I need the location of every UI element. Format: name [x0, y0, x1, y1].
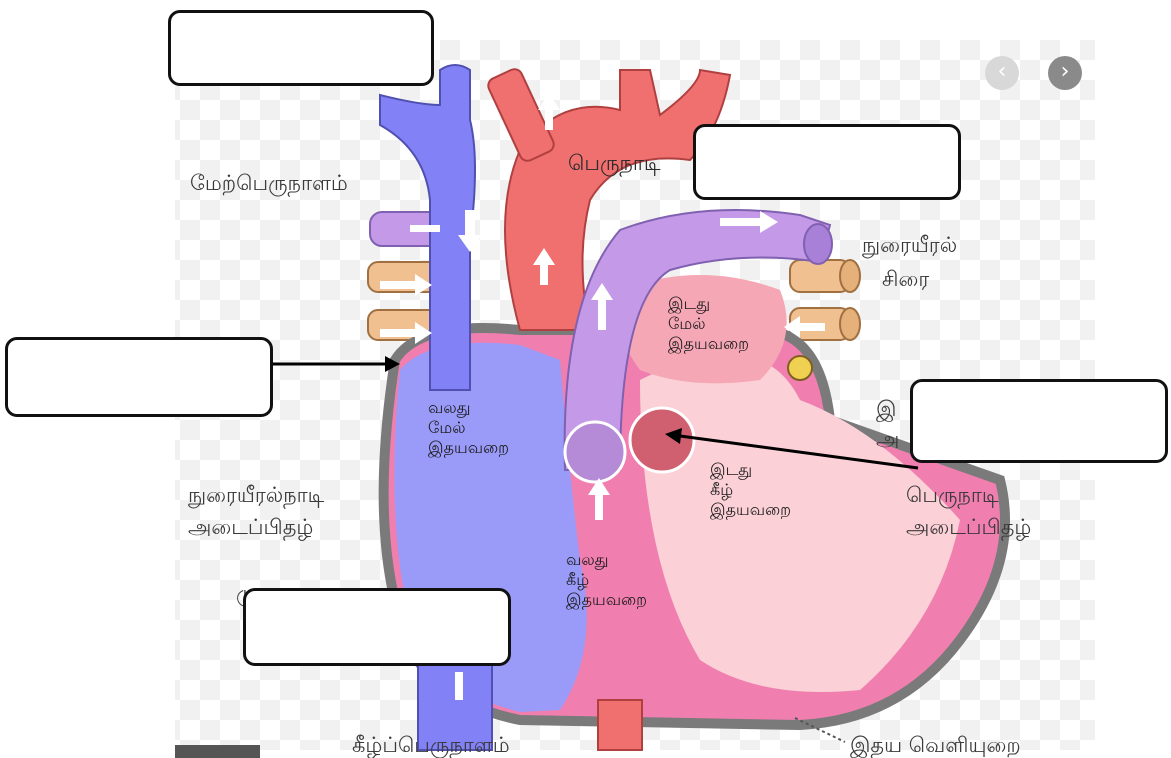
- label-right-ventricle-3: இதயவறை: [566, 590, 647, 609]
- label-right-ventricle-1: வலது: [566, 550, 608, 569]
- label-inferior-vena-cava: கீழ்ப்பெருநாளம்: [352, 732, 510, 758]
- label-left-ventricle-2: கீழ்: [710, 480, 733, 499]
- aortic-valve: [630, 408, 694, 472]
- label-aorta: பெருநாடி: [568, 150, 661, 176]
- label-aortic-valve-1: பெருநாடி: [906, 482, 999, 508]
- label-partial-right-2: அ: [876, 426, 899, 452]
- label-pulmonary-vein-1: நுரையீரல்: [862, 232, 957, 258]
- label-right-atrium-1: வலது: [428, 398, 470, 417]
- label-right-atrium-2: மேல்: [428, 418, 466, 437]
- pulmonary-valve: [565, 422, 625, 482]
- label-superior-vena-cava: மேற்பெருநாளம்: [190, 170, 348, 196]
- descending-aorta: [598, 700, 642, 750]
- label-left-atrium-2: மேல்: [668, 314, 706, 333]
- label-pulmonary-vein-2: சிரை: [882, 266, 929, 292]
- label-right-atrium-3: இதயவறை: [428, 438, 509, 457]
- label-pulmonary-valve-2: அடைப்பிதழ்: [188, 514, 313, 540]
- pulmonary-artery-right-end: [804, 224, 832, 264]
- chevron-left-icon[interactable]: ‹: [985, 56, 1019, 90]
- image-corner-strip: [175, 745, 260, 758]
- label-pulmonary-valve-1: நுரையீரல்நாடி: [188, 482, 324, 508]
- label-left-atrium-1: இடது: [668, 294, 710, 313]
- label-left-ventricle-1: இடது: [710, 460, 752, 479]
- label-aortic-valve-2: அடைப்பிதழ்: [906, 514, 1031, 540]
- answer-box-top-left[interactable]: [168, 10, 434, 86]
- answer-box-middle-right[interactable]: [910, 379, 1168, 463]
- chevron-right-icon[interactable]: ›: [1048, 56, 1082, 90]
- label-right-ventricle-2: கீழ்: [566, 570, 589, 589]
- answer-box-top-right[interactable]: [693, 124, 961, 200]
- sa-node: [788, 356, 812, 380]
- answer-box-bottom-left[interactable]: [243, 588, 511, 666]
- label-left-atrium-3: இதயவறை: [668, 334, 749, 353]
- label-left-ventricle-3: இதயவறை: [710, 500, 791, 519]
- answer-box-middle-left[interactable]: [5, 337, 273, 417]
- label-partial-right-1: இ: [876, 396, 896, 422]
- label-pericardium: இதய வெளியுறை: [850, 732, 1021, 758]
